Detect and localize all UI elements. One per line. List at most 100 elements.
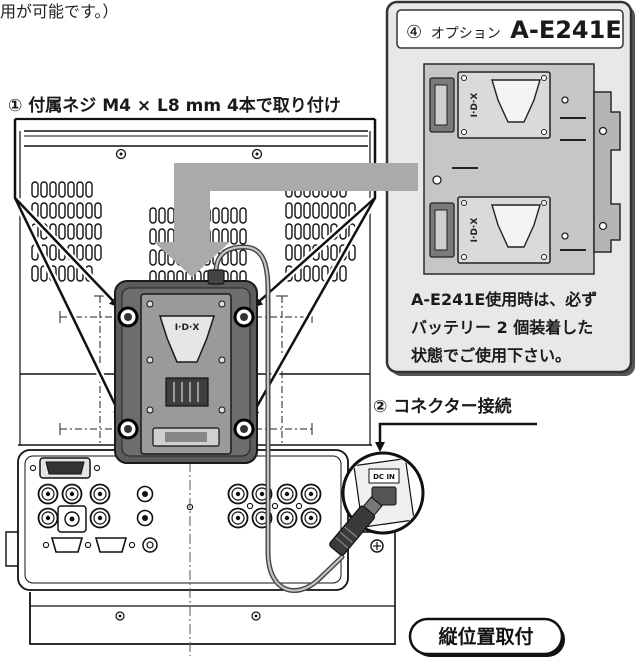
vent-slot <box>76 223 84 240</box>
vent-slot <box>321 202 329 219</box>
top-note: 用が可能です。） <box>0 2 118 21</box>
mount-logo: I·D·X <box>470 218 480 243</box>
dvi-connector <box>39 457 91 479</box>
dsub-connector <box>50 537 84 553</box>
orientation-badge-text: 縦位置取付 <box>438 625 533 648</box>
vent-slot <box>312 223 320 240</box>
vent-slot <box>230 249 238 266</box>
vent-slot <box>294 244 302 261</box>
vent-slot <box>49 181 57 198</box>
plate-inner-screws <box>146 300 226 414</box>
option-notice-line-2: バッテリー 2 個装着した <box>411 318 593 337</box>
vent-slot <box>212 207 220 224</box>
dc-plug <box>329 496 383 556</box>
dc-in-label: DC IN <box>373 473 395 481</box>
panel-screw <box>29 464 37 472</box>
top-screw <box>115 148 127 160</box>
vent-slot <box>303 223 311 240</box>
vent-slot <box>294 202 302 219</box>
panel-screw <box>84 541 92 549</box>
vent-slot <box>58 265 66 282</box>
mounting-callout-lines <box>11 117 379 419</box>
vent-slot <box>49 244 57 261</box>
option-panel: ④ オプション A-E241E <box>385 0 635 376</box>
option-title-box <box>396 9 624 49</box>
vent-slot <box>239 228 247 245</box>
option-title-label: オプション <box>431 26 501 42</box>
vent-slot <box>85 244 93 261</box>
monitor-top-frame <box>24 130 368 160</box>
vent-slot <box>94 223 102 240</box>
vent-slot <box>85 202 93 219</box>
option-plate-screws <box>432 96 608 240</box>
option-plate-marks <box>452 117 586 251</box>
option-title: ④ オプション A-E241E <box>406 16 622 44</box>
vent-slot <box>230 207 238 224</box>
vent-slot <box>76 244 84 261</box>
plate-v-lock <box>158 315 216 363</box>
vent-slot <box>149 228 157 245</box>
stand-screw <box>115 611 125 621</box>
step1-label: ① 付属ネジ M4 × L8 mm 4本で取り付け <box>8 95 341 116</box>
option-title-model: A-E241E <box>510 16 621 44</box>
top-screw <box>251 148 263 160</box>
option-battery-mount-lower: I·D·X <box>429 196 551 264</box>
audio-jack <box>136 509 154 527</box>
vent-slot <box>330 244 338 261</box>
bnc-connector <box>37 483 59 505</box>
mounting-screw <box>233 418 255 440</box>
vent-slot <box>285 202 293 219</box>
vent-slot <box>158 207 166 224</box>
vent-slot <box>294 223 302 240</box>
side-screw <box>370 539 384 553</box>
vent-slot <box>167 207 175 224</box>
vent-slot <box>58 202 66 219</box>
vent-slot <box>31 265 39 282</box>
panel-screw <box>271 502 279 510</box>
panel-screw <box>93 464 101 472</box>
stand-screw <box>251 611 261 621</box>
step2-pointer <box>375 422 537 452</box>
vent-slot <box>167 228 175 245</box>
bnc-connector <box>300 483 322 505</box>
mount-logo: I·D·X <box>470 93 480 118</box>
vent-slot <box>58 181 66 198</box>
mounting-screw <box>117 418 139 440</box>
dc-in-label-box <box>368 468 400 484</box>
power-cable <box>213 244 345 593</box>
bnc-connector <box>61 483 83 505</box>
vent-slot <box>303 265 311 282</box>
vent-slot <box>158 249 166 266</box>
dc-in-socket <box>371 486 397 506</box>
bnc-connector <box>227 483 249 505</box>
arrow-lower-right <box>249 197 377 419</box>
vent-slot <box>149 207 157 224</box>
battery-plate: I·D·X <box>114 269 258 464</box>
vent-slot <box>339 202 347 219</box>
connector-magnifier: DC IN <box>329 451 425 556</box>
mounting-screws <box>117 306 255 440</box>
option-title-number: ④ <box>406 22 422 43</box>
vent-slot <box>67 265 75 282</box>
rear-connectors <box>29 457 322 553</box>
vent-slot <box>330 202 338 219</box>
vent-slot <box>303 202 311 219</box>
panel-screw <box>128 541 136 549</box>
panel-left-tab <box>5 531 18 567</box>
vent-slot <box>312 202 320 219</box>
bnc-connector <box>300 507 322 529</box>
panel-screw <box>295 502 303 510</box>
vent-slot <box>76 202 84 219</box>
option-battery-mount-upper: I·D·X <box>429 71 551 139</box>
plate-contacts <box>165 377 209 407</box>
vent-slot <box>212 228 220 245</box>
bnc-connector <box>37 507 59 529</box>
vent-slot <box>339 265 347 282</box>
vent-slot <box>67 223 75 240</box>
vent-slot <box>239 249 247 266</box>
bnc-connector <box>89 507 111 529</box>
plate-cable-outlet <box>207 269 225 285</box>
vent-slot <box>230 228 238 245</box>
vent-slot <box>85 181 93 198</box>
